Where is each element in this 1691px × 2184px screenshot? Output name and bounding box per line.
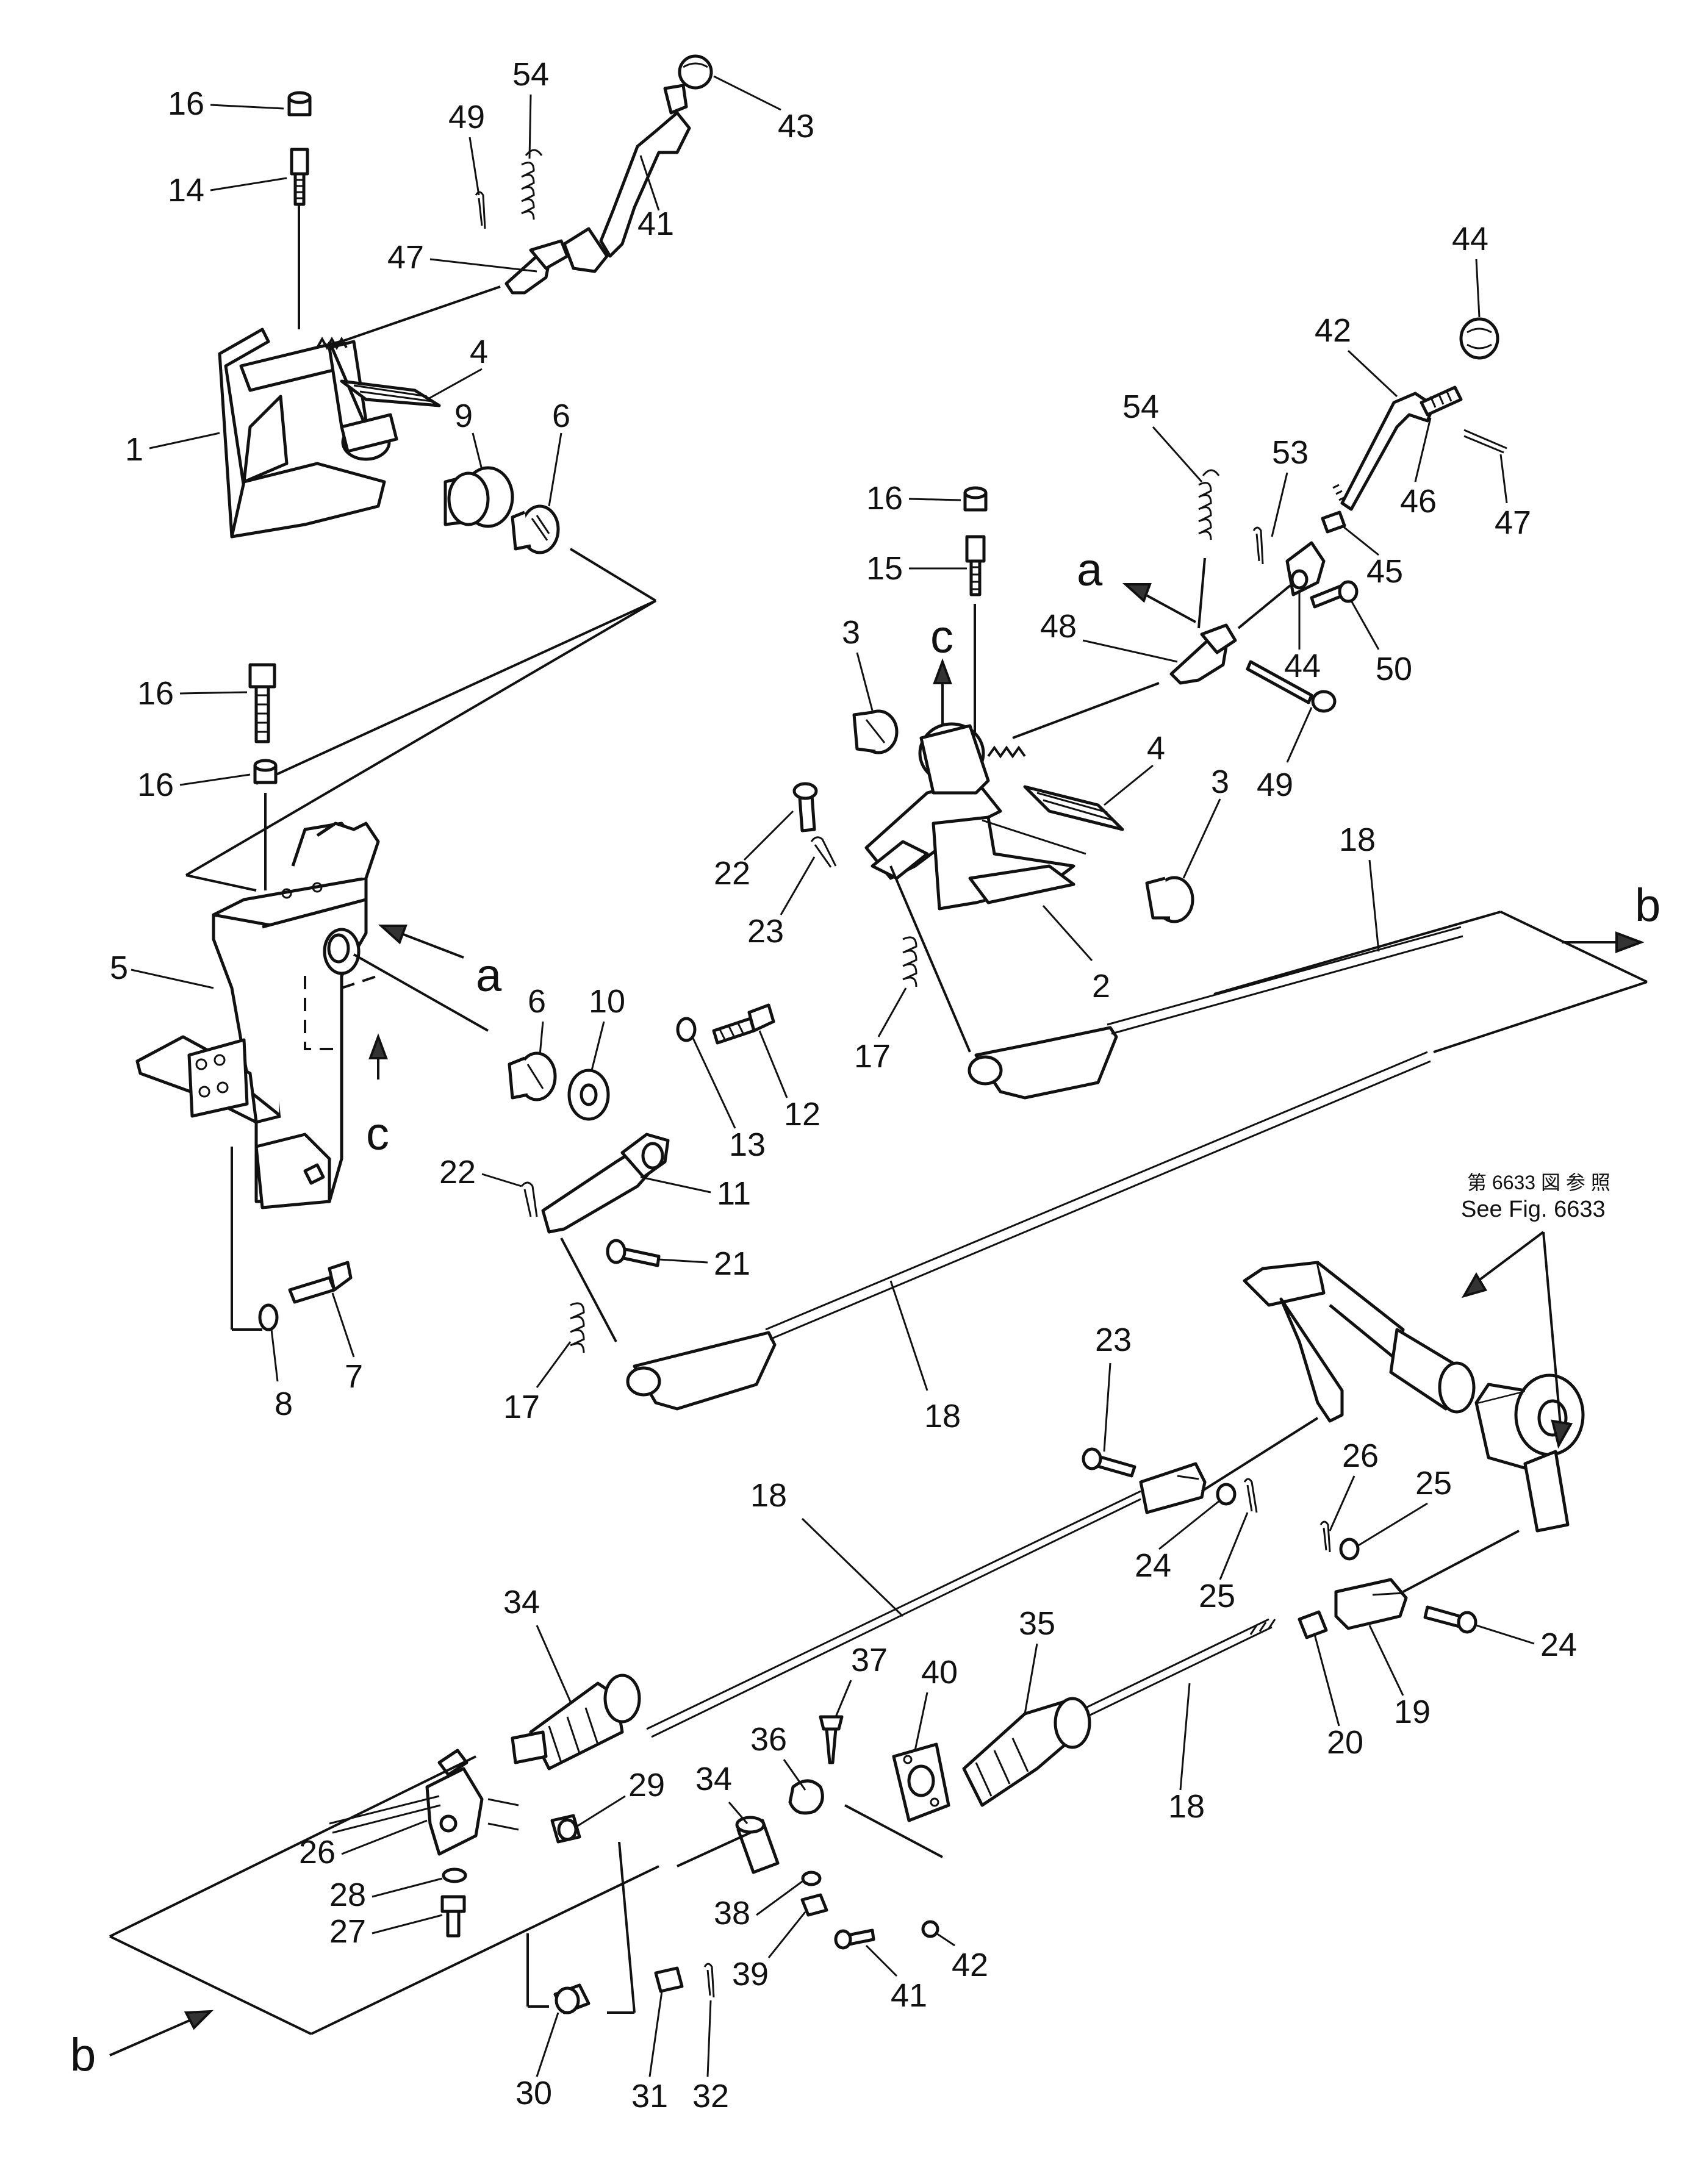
callout-25: 25 [1199, 1578, 1235, 1614]
callout-49b: 48 [1040, 608, 1077, 645]
callout-23b: 24 [1540, 1627, 1577, 1663]
callout-42: 41 [637, 206, 674, 242]
callout-11: 11 [717, 1175, 751, 1212]
callout-19: 19 [1394, 1694, 1431, 1730]
callout-34: 34 [503, 1584, 540, 1620]
callout-labels: 16 14 49 54 43 41 47 4 1 9 6 16 16 5 a c… [70, 56, 1660, 2114]
callout-7: 7 [345, 1358, 363, 1395]
callout-21: 21 [714, 1245, 750, 1282]
view-marker-a-left: a [476, 950, 502, 1001]
callout-8: 8 [275, 1386, 293, 1422]
callout-18b: 18 [1339, 822, 1376, 858]
callout-13: 13 [729, 1126, 766, 1163]
callout-18: 18 [924, 1398, 961, 1434]
callout-18c: 18 [750, 1477, 787, 1514]
callout-54: 54 [512, 56, 549, 93]
callout-15: 16 [137, 675, 174, 712]
callout-16: 16 [168, 85, 204, 122]
rod-18-right [968, 911, 1648, 1100]
callout-14b: 15 [866, 550, 903, 587]
callout-38: 38 [714, 1895, 750, 1932]
middle-linkage [508, 1003, 775, 1353]
callout-17: 17 [503, 1389, 540, 1425]
callout-32: 32 [692, 2078, 729, 2114]
callout-25b: 26 [1342, 1438, 1379, 1474]
callout-46: 45 [1366, 553, 1403, 590]
callout-1: 1 [125, 431, 143, 468]
callout-51: 49 [448, 99, 485, 135]
right-pedal-assembly [792, 317, 1507, 1053]
cable-assembly [109, 1417, 1520, 2057]
callout-6: 6 [552, 398, 570, 434]
callout-47: 46 [1400, 483, 1437, 520]
callout-18d: 18 [1168, 1788, 1205, 1825]
callout-5: 5 [110, 950, 128, 986]
callout-3b: 3 [1211, 764, 1229, 800]
callout-35: 36 [750, 1721, 787, 1758]
callout-6b: 6 [528, 983, 546, 1020]
callout-12: 12 [784, 1096, 820, 1133]
reference-note-japanese: 第 6633 図 参 照 [1467, 1172, 1610, 1194]
callout-52: 50 [1376, 651, 1412, 687]
left-pedal-assembly [218, 54, 713, 785]
callout-22: 22 [439, 1154, 476, 1190]
rod-18-left [626, 1051, 1431, 1411]
callout-36: 37 [851, 1642, 888, 1678]
view-marker-c-right: c [930, 611, 953, 663]
callout-4b: 4 [1147, 730, 1165, 767]
reference-note-english: See Fig. 6633 [1461, 1197, 1606, 1222]
callout-28: 28 [329, 1877, 366, 1913]
callout-45: 44 [1284, 648, 1321, 684]
callout-10: 10 [589, 983, 625, 1020]
callout-30: 30 [515, 2075, 552, 2111]
callout-24: 24 [1135, 1547, 1171, 1584]
bracket-5 [135, 600, 657, 1331]
callout-39: 40 [921, 1654, 958, 1691]
callout-37: 39 [732, 1956, 769, 1992]
callout-44b: 44 [1452, 221, 1488, 257]
callout-53: 53 [1272, 434, 1309, 471]
cross-shaft-assembly [1243, 1231, 1585, 1533]
callout-43: 42 [1315, 312, 1351, 349]
callout-23: 23 [1095, 1322, 1132, 1358]
callout-16c: 16 [866, 480, 903, 517]
callout-50: 49 [1257, 767, 1293, 803]
callout-20: 20 [1327, 1724, 1363, 1761]
callout-29: 29 [628, 1767, 665, 1803]
view-marker-b-right: b [1635, 879, 1660, 931]
view-marker-b-left: b [70, 2029, 96, 2081]
callout-17b: 17 [854, 1038, 891, 1075]
callout-33: 34 [695, 1761, 732, 1797]
callout-44: 43 [778, 108, 814, 145]
callout-24b: 25 [1415, 1465, 1452, 1502]
callout-34b: 35 [1019, 1605, 1055, 1642]
callout-40: 41 [891, 1977, 927, 2014]
callout-22b: 23 [747, 913, 784, 950]
callout-49: 47 [387, 239, 424, 276]
callout-54b: 54 [1122, 388, 1159, 425]
callout-3: 3 [842, 614, 860, 651]
callout-4: 4 [470, 334, 488, 370]
callout-2: 2 [1092, 968, 1110, 1004]
callout-48: 47 [1495, 504, 1531, 541]
callout-21b: 22 [714, 855, 750, 892]
callout-16b: 16 [137, 767, 174, 803]
callout-31: 31 [631, 2078, 668, 2114]
view-marker-a-right: a [1077, 544, 1103, 596]
callout-27: 27 [329, 1913, 366, 1950]
callout-26: 26 [299, 1834, 336, 1871]
view-marker-c-left: c [366, 1108, 389, 1160]
callout-9: 9 [454, 398, 473, 434]
callout-14: 14 [168, 172, 204, 209]
callout-41: 42 [952, 1947, 988, 1983]
